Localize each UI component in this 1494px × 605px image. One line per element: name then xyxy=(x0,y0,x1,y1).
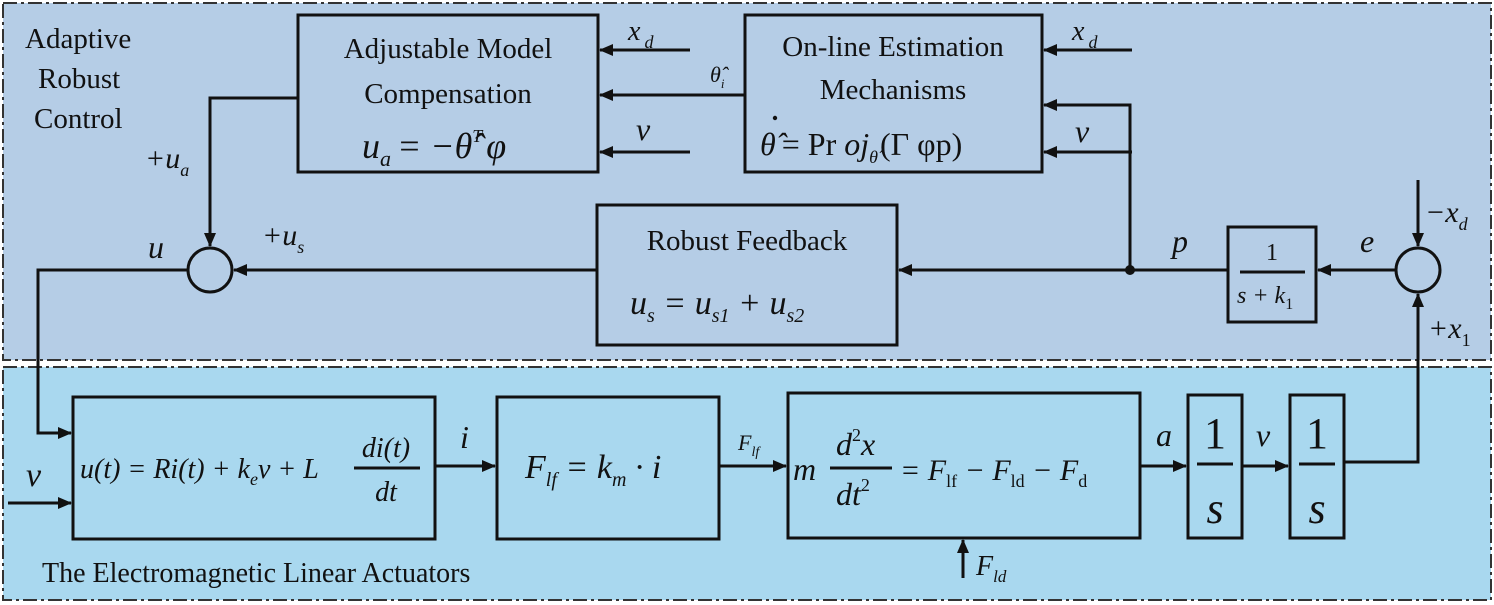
dynamics-frac-num: d2x xyxy=(836,425,875,462)
adaptive-robust-control-region xyxy=(2,2,1492,361)
v-label-estimation: v xyxy=(1075,113,1090,149)
filter-block: 1 s + k1 xyxy=(1226,225,1318,324)
p-to-estimation-arrow xyxy=(1043,99,1132,270)
robust-feedback-title: Robust Feedback xyxy=(647,225,848,257)
dynamics-rhs: = Flf − Fld − Fd xyxy=(900,454,1087,491)
actuator-region-label: The Electromagnetic Linear Actuators xyxy=(42,558,470,589)
filter-denominator: s + k1 xyxy=(1237,283,1293,313)
force-equation-block: Flf = km · i xyxy=(495,395,721,541)
u-label: u xyxy=(148,229,164,265)
integrator-1-numerator: 1 xyxy=(1204,409,1226,458)
v-label-model: v xyxy=(636,111,651,147)
pos-x1-label: +x1 xyxy=(1428,312,1471,350)
fld-label: Fld xyxy=(975,551,1007,586)
flf-label: Flf xyxy=(737,430,761,460)
force-equation: Flf = km · i xyxy=(524,449,661,491)
region-label-line3: Control xyxy=(34,103,123,135)
dynamics-mass: m xyxy=(793,451,816,487)
filter-numerator: 1 xyxy=(1266,240,1278,266)
v-input-label: v xyxy=(26,457,42,494)
region-label-line2: Robust xyxy=(38,63,120,95)
online-estimation-block: On-line Estimation Mechanisms θ̂= Pr ojθ… xyxy=(743,13,1044,174)
electrical-equation-block: u(t) = Ri(t) + kev + L di(t) dt xyxy=(71,395,437,541)
i-label: i xyxy=(460,419,469,455)
u-wire xyxy=(36,268,188,439)
estimation-equation: θ̂= Pr ojθ̂(Γ φp) xyxy=(760,126,962,167)
a-label: a xyxy=(1156,417,1172,453)
electrical-equation: u(t) = Ri(t) + kev + L xyxy=(80,454,319,489)
model-comp-title-line1: Adjustable Model xyxy=(344,33,553,65)
electrical-frac-num: di(t) xyxy=(362,433,410,464)
robust-feedback-equation: us = us1 + us2 xyxy=(630,285,804,327)
estimation-title-line1: On-line Estimation xyxy=(782,31,1004,63)
x1-feedback-wire xyxy=(1344,293,1424,464)
us-label: +us xyxy=(262,219,304,257)
neg-xd-label: −xd xyxy=(1425,196,1469,234)
dynamics-frac-den: dt2 xyxy=(836,475,870,512)
robust-feedback-block: Robust Feedback us = us1 + us2 xyxy=(595,203,899,347)
p-label: p xyxy=(1170,223,1188,259)
v-int-label: v xyxy=(1256,417,1271,453)
region-label-line1: Adaptive xyxy=(25,23,131,55)
electrical-frac-den: dt xyxy=(375,477,398,508)
integrator-1-denominator: s xyxy=(1206,484,1223,533)
estimation-title-line2: Mechanisms xyxy=(820,74,967,106)
ua-label: +ua xyxy=(145,142,189,180)
ua-wire xyxy=(204,96,298,247)
model-comp-title-line2: Compensation xyxy=(364,78,532,110)
integrator-1-block: 1 s xyxy=(1186,393,1244,540)
integrator-2-block: 1 s xyxy=(1288,393,1346,540)
theta-dot-marker xyxy=(772,115,778,121)
e-label: e xyxy=(1360,223,1374,259)
integrator-2-numerator: 1 xyxy=(1306,409,1328,458)
integrator-2-denominator: s xyxy=(1308,484,1325,533)
